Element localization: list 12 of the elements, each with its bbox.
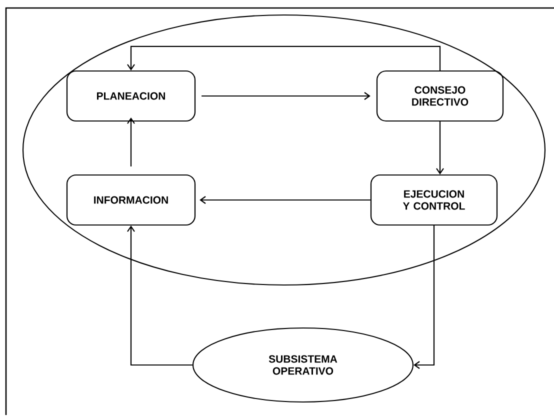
process-box: EJECUCION Y CONTROL	[370, 174, 498, 226]
arrow	[127, 118, 135, 166]
process-box: CONSEJO DIRECTIVO	[376, 70, 504, 122]
arrow	[200, 196, 370, 204]
process-box: PLANEACION	[66, 70, 196, 122]
arrow	[202, 92, 370, 100]
arrow	[436, 122, 444, 174]
arrow	[127, 46, 441, 70]
arrow	[414, 226, 435, 369]
process-box: INFORMACION	[66, 174, 196, 226]
arrow	[127, 226, 192, 366]
boundary-ellipse	[22, 14, 546, 286]
